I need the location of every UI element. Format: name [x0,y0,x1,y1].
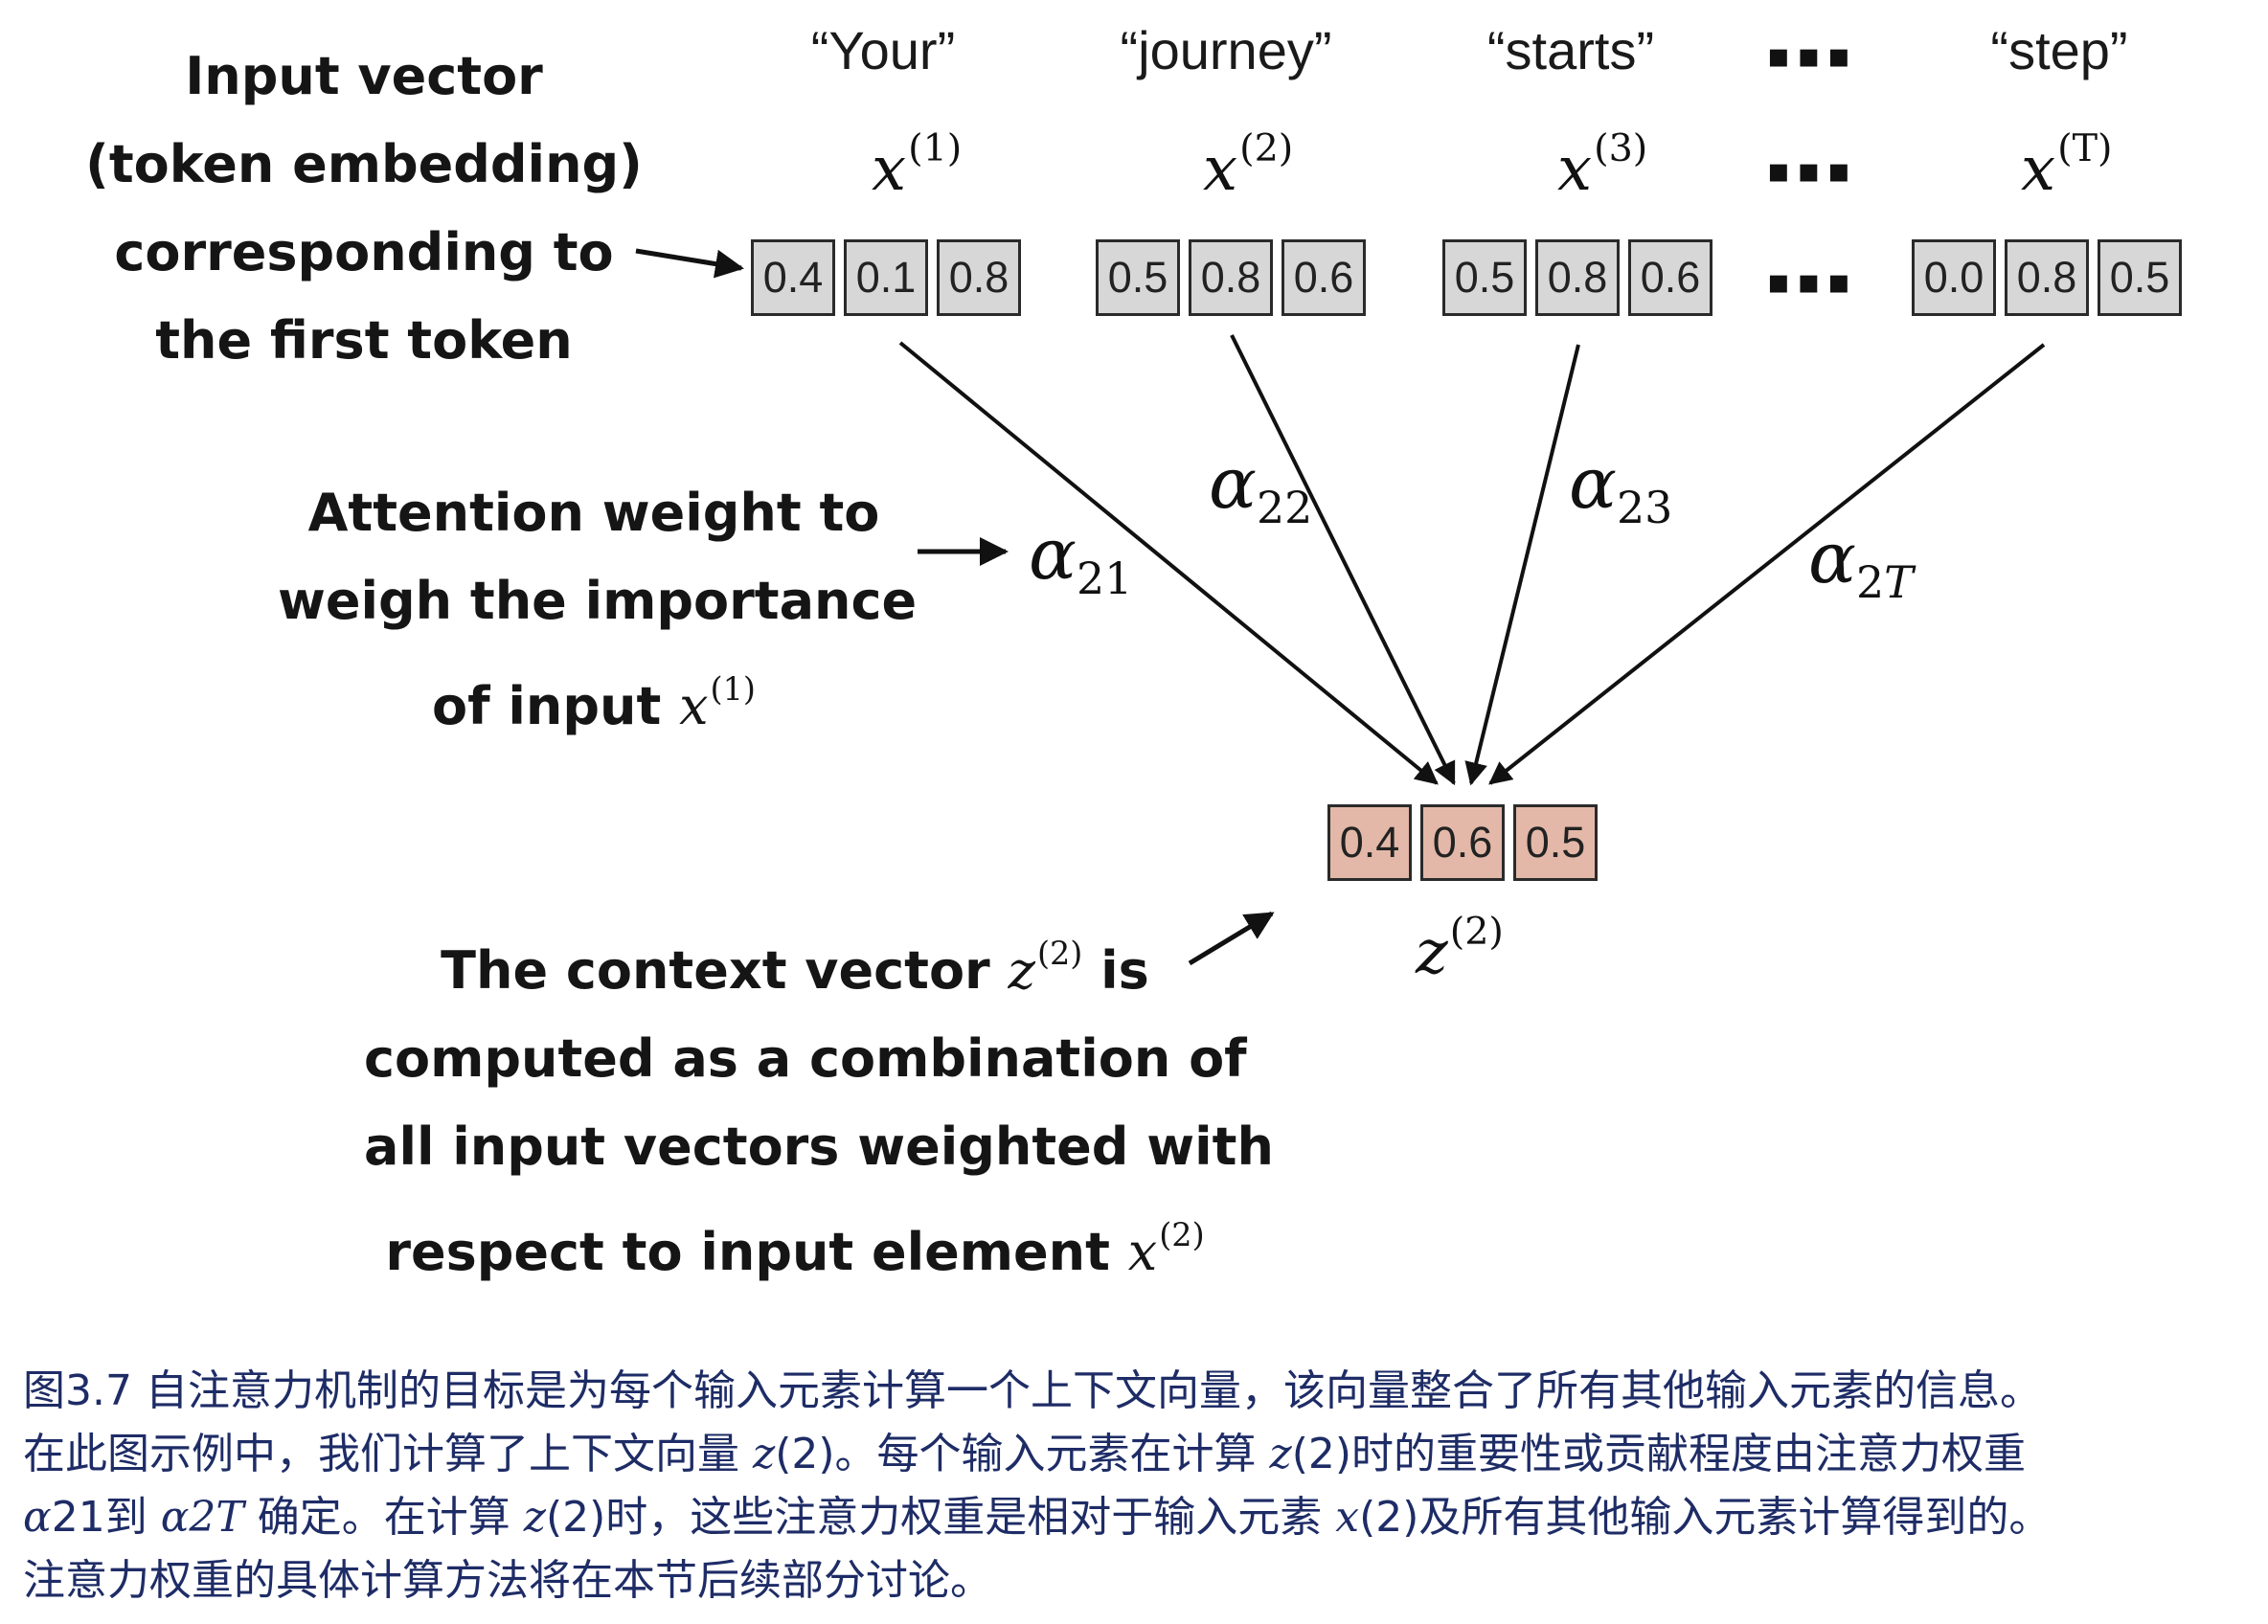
vector-cell: 0.6 [1628,239,1712,316]
weight-alpha-23: α23 [1569,442,1673,534]
vector-cell: 0.4 [1327,804,1412,881]
annotation-input-vector: Input vector (token embedding) correspon… [57,33,670,385]
vector-cell: 0.8 [1535,239,1620,316]
annotation-line: Input vector [185,46,543,106]
caption-line-2: 在此图示例中，我们计算了上下文向量 z(2)。每个输入元素在计算 z(2)时的重… [23,1430,2027,1478]
arrow-x2-to-z2 [1230,334,1456,786]
vector-cell: 0.5 [1442,239,1527,316]
weight-alpha-2T: α2T [1808,517,1914,609]
ellipsis-words: ▪▪▪ [1766,18,1857,95]
token-word-3: “starts” [1486,20,1655,80]
vector-cell: 0.1 [844,239,928,316]
annotation-line: (token embedding) [85,134,643,194]
var-xT: x(T) [2021,126,2113,205]
vector-cell: 0.8 [2005,239,2089,316]
vector-cell: 0.8 [937,239,1021,316]
input-vector-3: 0.5 0.8 0.6 [1442,239,1712,316]
annotation-line: the first token [155,310,573,371]
annotation-context-vector: The context vector z(2) is computed as a… [364,910,1274,1297]
vector-cell: 0.5 [2098,239,2182,316]
annotation-line: of input x(1) [432,670,756,737]
input-vector-2: 0.5 0.8 0.6 [1096,239,1366,316]
var-z2: z(2) [1416,910,1504,988]
vector-cell: 0.4 [751,239,835,316]
annotation-line: The context vector z(2) is [441,935,1149,1002]
pointer-arrow-context [1188,911,1275,966]
annotation-line: Attention weight to [307,483,880,543]
arrow-xT-to-z2 [1488,343,2046,785]
vector-cell: 0.6 [1420,804,1505,881]
arrow-x1-to-z2 [898,341,1439,785]
ellipsis-vars: ▪▪▪ [1766,133,1857,210]
annotation-attention-weight: Attention weight to weigh the importance… [278,469,918,751]
annotation-line: corresponding to [114,222,614,282]
caption-line-4: 注意力权重的具体计算方法将在本节后续部分讨论。 [23,1556,992,1605]
annotation-line: all input vectors weighted with [364,1116,1274,1178]
annotation-line: respect to input element x(2) [385,1216,1205,1283]
token-word-T: “step” [1990,20,2128,80]
weight-alpha-21: α21 [1029,513,1133,605]
annotation-line: weigh the importance [278,571,918,631]
caption-line-1: 图3.7 自注意力机制的目标是为每个输入元素计算一个上下文向量，该向量整合了所有… [23,1366,2042,1415]
annotation-line: computed as a combination of [364,1028,1247,1090]
arrow-x3-to-z2 [1464,344,1580,786]
figure-caption: 图3.7 自注意力机制的目标是为每个输入元素计算一个上下文向量，该向量整合了所有… [23,1360,2255,1613]
vector-cell: 0.5 [1513,804,1598,881]
pointer-arrow-input [635,248,744,279]
vector-cell: 0.8 [1189,239,1273,316]
context-vector-z2: 0.4 0.6 0.5 [1327,804,1598,881]
var-x1: x(1) [872,126,963,205]
ellipsis-vectors: ▪▪▪ [1766,244,1857,321]
var-x3: x(3) [1557,126,1648,205]
input-vector-1: 0.4 0.1 0.8 [751,239,1021,316]
vector-cell: 0.0 [1912,239,1996,316]
var-x2: x(2) [1203,126,1294,205]
vector-cell: 0.6 [1281,239,1366,316]
vector-cell: 0.5 [1096,239,1180,316]
caption-line-3: α21到 α2T 确定。在计算 z(2)时，这些注意力权重是相对于输入元素 x(… [23,1493,2052,1542]
token-word-1: “Your” [810,20,956,80]
token-word-2: “journey” [1120,20,1332,80]
weight-alpha-22: α22 [1209,442,1313,534]
input-vector-T: 0.0 0.8 0.5 [1912,239,2182,316]
